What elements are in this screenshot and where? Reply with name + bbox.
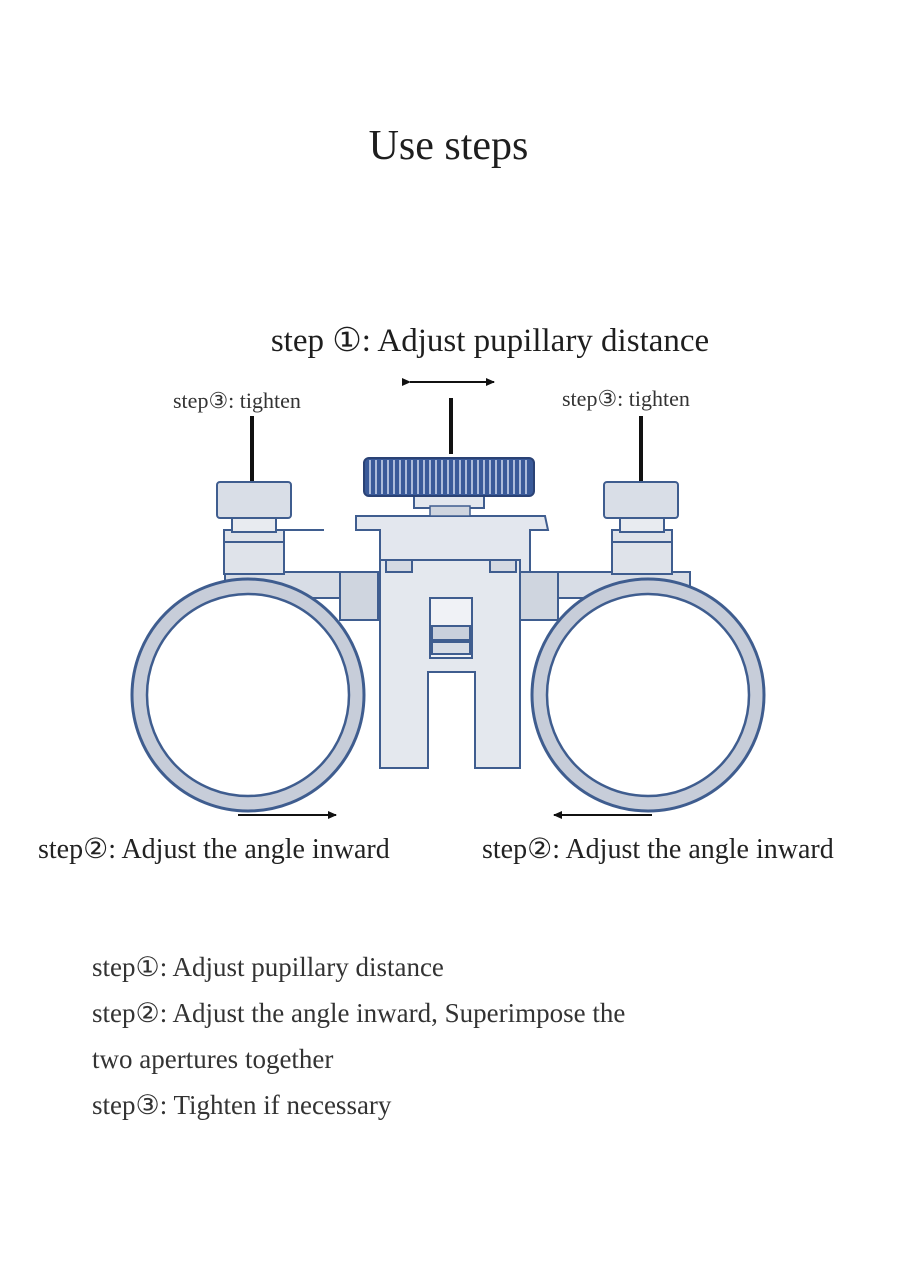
loupe-body [130,481,766,813]
label-step1-pupillary: step ①: Adjust pupillary distance [270,323,710,359]
instruction-step2-cont: two apertures together [92,1044,334,1074]
instruction-step2: step②: Adjust the angle inward, Superimp… [92,998,626,1028]
label-step2-angle-right: step②: Adjust the angle inward [482,834,834,865]
label-step3-tighten-right: step③: tighten [562,386,690,411]
label-step3-tighten-left: step③: tighten [173,388,301,413]
pupillary-knob [363,457,535,517]
label-step2-angle-left: step②: Adjust the angle inward [38,834,390,865]
instruction-step3: step③: Tighten if necessary [92,1090,392,1120]
page-title: Use steps [368,123,529,169]
instruction-step1: step①: Adjust pupillary distance [92,952,444,982]
